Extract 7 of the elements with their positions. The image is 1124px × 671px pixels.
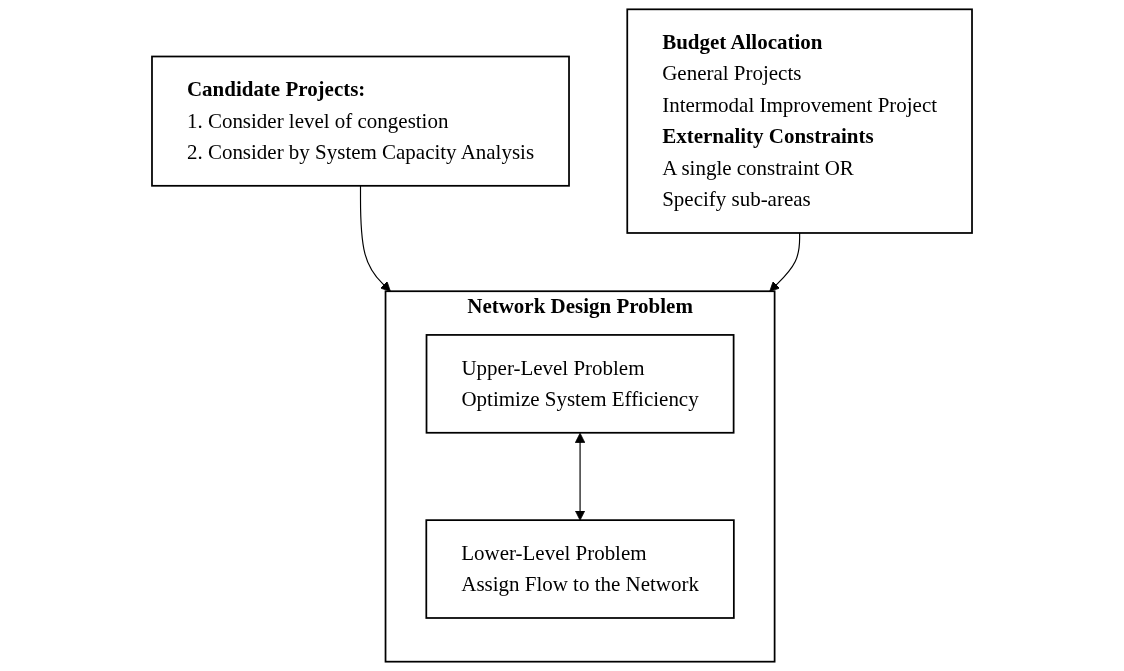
arrow [769,232,801,292]
node-box: Lower-Level Problem Assign Flow to the Network [425,519,735,619]
arrow [574,432,586,521]
node-box: Upper-Level Problem Optimize System Efficiency [425,334,735,434]
node-box: Candidate Projects: 1. Consider level of congestion 2. Consider by System Capacity Analysis [151,55,570,187]
arrow [359,185,391,292]
node-box: Budget Allocation General Projects Intermodal Improvement Project Externality Constraints A single constraint OR Specify sub-areas [626,8,973,234]
